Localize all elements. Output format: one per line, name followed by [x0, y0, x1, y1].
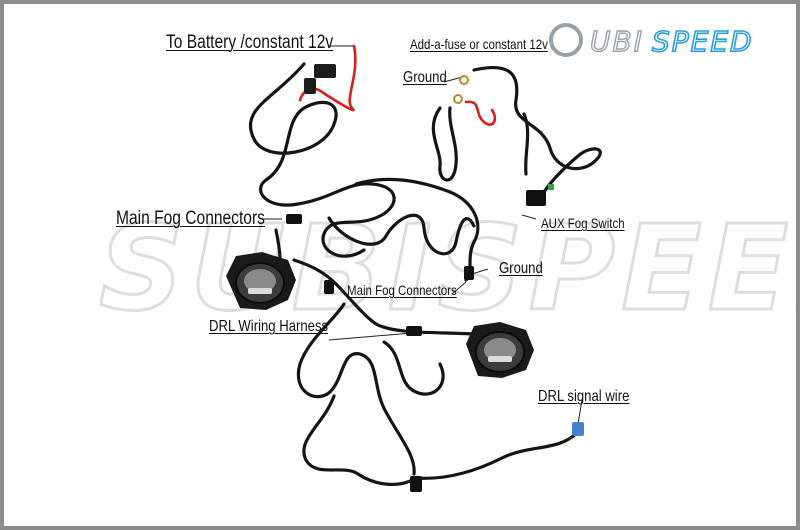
svg-text:UBI: UBI — [590, 25, 644, 58]
left-fog-light — [226, 252, 296, 310]
aux-fog-switch-label: AUX Fog Switch — [541, 215, 625, 231]
subispeed-logo: UBI SPEED — [549, 23, 754, 59]
subispeed-watermark: SUBISPEED — [98, 198, 800, 339]
ring-terminal — [453, 75, 469, 104]
inline-connectors — [286, 214, 474, 492]
right-fog-light — [466, 322, 534, 378]
drl-signal-wire-label: DRL signal wire — [538, 388, 630, 405]
black-wire-bundle — [248, 62, 602, 486]
aux-fog-switch-connector — [526, 184, 554, 206]
drl-signal-terminal — [572, 422, 584, 436]
wiring-harness-photo: SUBISPEED UBI SPEED — [98, 23, 800, 492]
inline-fuse-holder — [304, 64, 336, 94]
drl-wiring-harness-label: DRL Wiring Harness — [209, 318, 329, 335]
ground-mid-label: Ground — [499, 260, 543, 277]
red-power-wire — [298, 44, 497, 126]
ground-top-label: Ground — [403, 69, 447, 86]
svg-text:SUBISPEED: SUBISPEED — [99, 199, 800, 337]
svg-text:SPEED: SPEED — [652, 25, 754, 58]
main-fog-connectors-left-label: Main Fog Connectors — [116, 208, 265, 229]
main-fog-connectors-center-label: Main Fog Connectors — [347, 282, 457, 298]
fuse-label: Add-a-fuse or constant 12v — [410, 36, 548, 52]
battery-label: To Battery /constant 12v — [166, 32, 334, 53]
leader-lines — [262, 45, 583, 425]
